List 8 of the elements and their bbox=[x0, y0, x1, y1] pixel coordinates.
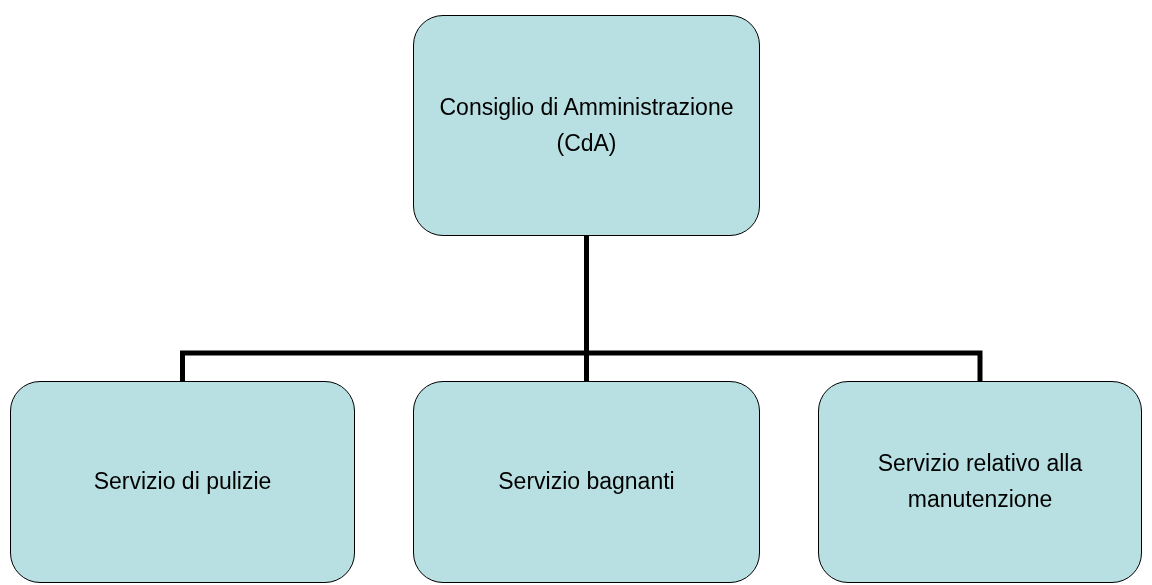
rounded-box bbox=[818, 381, 1142, 583]
box-label: Consiglio di Amministrazione (CdA) bbox=[438, 92, 735, 158]
rounded-box bbox=[10, 381, 355, 583]
rounded-box bbox=[413, 381, 760, 583]
box-label: Servizio relativo alla manutenzione bbox=[876, 449, 1084, 514]
rounded-box bbox=[413, 15, 760, 236]
box-label: Servizio bagnanti bbox=[498, 467, 675, 497]
box-label: Servizio di pulizie bbox=[93, 467, 272, 497]
